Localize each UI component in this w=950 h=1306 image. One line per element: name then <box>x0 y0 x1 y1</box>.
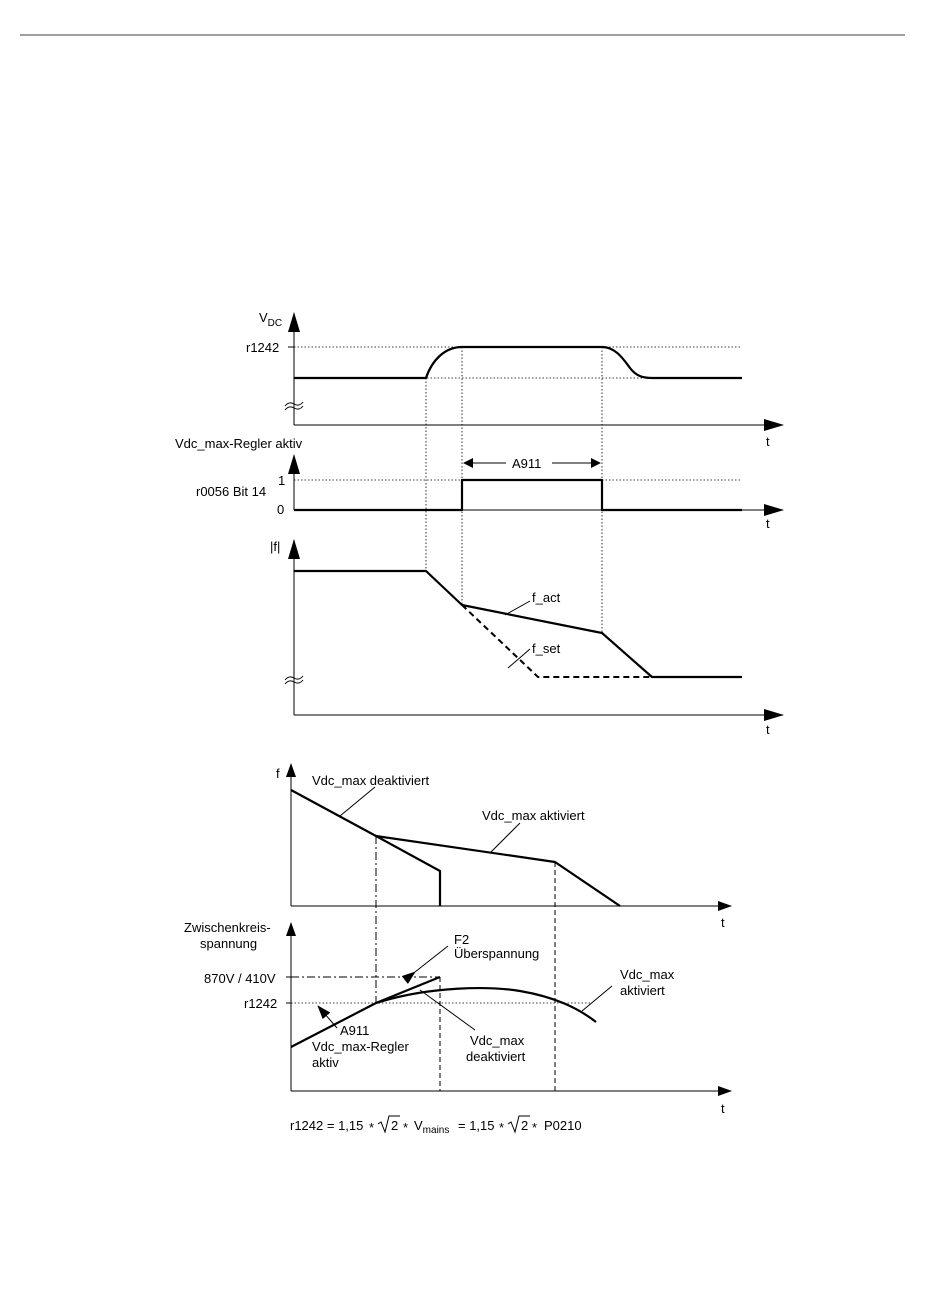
a911-label: A911 <box>512 456 541 471</box>
vdc-max-deak-leader <box>420 990 475 1030</box>
aktiviert-label: Vdc_max aktiviert <box>482 808 585 823</box>
vdc-max-akt-leader <box>582 986 612 1011</box>
f-act-curve <box>294 571 742 677</box>
bottom-a911-label: A911 <box>340 1023 369 1038</box>
vdc-max-akt-line2: aktiviert <box>620 983 665 998</box>
vdc-panel: VDC r1242 t <box>246 310 783 449</box>
zk-label-line2: spannung <box>200 936 257 951</box>
formula-lhs: r1242 = 1,15 <box>290 1118 363 1133</box>
dc-limited-curve <box>376 988 596 1022</box>
vdc-signal <box>294 347 742 378</box>
f2-leader <box>415 946 448 972</box>
regler-title: Vdc_max-Regler aktiv <box>175 436 303 451</box>
bottom-diagram: f Vdc_max deaktiviert Vdc_max aktiviert … <box>184 764 731 1116</box>
formula-p: P0210 <box>544 1118 582 1133</box>
f-act-label: f_act <box>532 590 561 605</box>
bottom-f-panel: f Vdc_max deaktiviert Vdc_max aktiviert … <box>276 764 731 930</box>
f-t-label: t <box>766 722 770 737</box>
bit-signal <box>294 480 742 510</box>
regler-line2: aktiv <box>312 1055 339 1070</box>
vdc-t-label: t <box>766 434 770 449</box>
formula-v: Vmains <box>414 1118 449 1136</box>
vdc-max-deak-line2: deaktiviert <box>466 1049 526 1064</box>
vdc-max-akt-line1: Vdc_max <box>620 967 675 982</box>
bottom-f-t-label: t <box>721 915 725 930</box>
deaktiviert-leader <box>340 787 375 816</box>
f-set-label: f_set <box>532 641 561 656</box>
aktiviert-curve <box>376 836 620 906</box>
frequency-panel: |f| f_act f_set t <box>270 539 783 737</box>
level-zero-label: 0 <box>277 502 284 517</box>
regler-bit-panel: Vdc_max-Regler aktiv r0056 Bit 14 1 0 A9… <box>175 436 783 531</box>
f-act-leader <box>505 601 530 615</box>
vdc-r1242-label: r1242 <box>246 340 279 355</box>
bottom-r1242-label: r1242 <box>244 996 277 1011</box>
formula-star: * <box>403 1120 408 1135</box>
dc-link-panel: Zwischenkreis- spannung 870V / 410V r124… <box>184 920 731 1116</box>
deaktiviert-curve <box>291 790 440 906</box>
bit-t-label: t <box>766 516 770 531</box>
vdc-max-deak-line1: Vdc_max <box>470 1033 525 1048</box>
bottom-f-axis-label: f <box>276 766 280 781</box>
volt-level-label: 870V / 410V <box>204 971 276 986</box>
f-axis-label: |f| <box>270 539 280 554</box>
formula-star: * <box>499 1120 504 1135</box>
regler-line1: Vdc_max-Regler <box>312 1039 409 1054</box>
formula-eq2: = 1,15 <box>458 1118 495 1133</box>
formula-sqrt1: 2 <box>391 1118 398 1133</box>
top-timing-diagram: VDC r1242 t Vdc_max-Regler aktiv r0056 B… <box>175 310 783 737</box>
formula-star: * <box>532 1120 537 1135</box>
aktiviert-leader <box>490 823 520 853</box>
formula-star: * <box>369 1120 374 1135</box>
ueberspannung-label: Überspannung <box>454 946 539 961</box>
vdc-axis-label: VDC <box>259 310 282 329</box>
formula: r1242 = 1,15 * 2 * Vmains = 1,15 * 2 * P… <box>290 1116 582 1136</box>
dc-t-label: t <box>721 1101 725 1116</box>
level-one-label: 1 <box>278 473 285 488</box>
f2-label: F2 <box>454 932 469 947</box>
bit-label: r0056 Bit 14 <box>196 484 266 499</box>
f-set-leader <box>508 649 530 668</box>
a911-leader <box>318 1006 337 1028</box>
zk-label-line1: Zwischenkreis- <box>184 920 271 935</box>
formula-sqrt2: 2 <box>521 1118 528 1133</box>
deaktiviert-label: Vdc_max deaktiviert <box>312 773 429 788</box>
